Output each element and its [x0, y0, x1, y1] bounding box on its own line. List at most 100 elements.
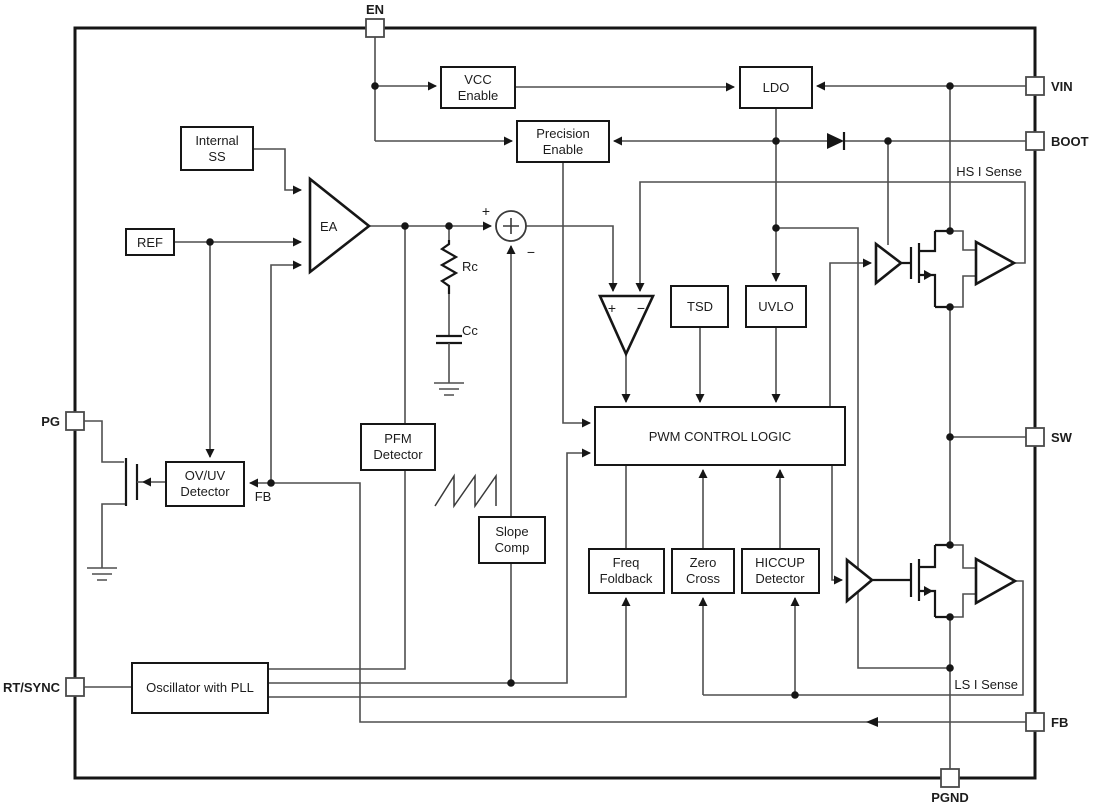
junction-dots — [206, 82, 954, 699]
ls-current-sense-amp — [974, 556, 1018, 606]
zero-cross-label-2: Cross — [686, 571, 720, 586]
rc-label: Rc — [462, 259, 478, 274]
vcc-enable-label-2: Enable — [458, 88, 498, 103]
wire-ls-sense-plus — [950, 544, 976, 569]
ovuv-label-2: Detector — [180, 484, 230, 499]
wire-ls-isense — [703, 580, 1024, 696]
pfm-label-1: PFM — [384, 431, 411, 446]
wire-layer — [84, 37, 1026, 769]
ls-gate-driver — [845, 557, 875, 604]
hs-i-sense-label: HS I Sense — [956, 164, 1022, 179]
hs-gate-driver — [874, 241, 904, 286]
pin-pgnd: PGND — [931, 768, 969, 805]
ref-label: REF — [137, 235, 163, 250]
block-hiccup-detector: HICCUP Detector — [741, 548, 820, 594]
vcc-enable-label-1: VCC — [464, 72, 491, 87]
pin-boot: BOOT — [1025, 131, 1089, 151]
ls-i-sense-label: LS I Sense — [954, 677, 1018, 692]
wire-summing-to-comparator — [526, 225, 618, 292]
internal-ss-label-1: Internal — [195, 133, 238, 148]
block-uvlo: UVLO — [745, 285, 807, 328]
cc-label: Cc — [462, 323, 478, 338]
pin-vin-label: VIN — [1051, 79, 1073, 94]
fb-direction-arrow — [866, 717, 878, 727]
comparator-minus-label: − — [637, 300, 645, 316]
wire-hs-sense-plus — [950, 230, 976, 251]
pwm-comparator: + − — [597, 294, 656, 358]
pin-en: EN — [365, 2, 385, 38]
chip-border — [73, 26, 1037, 780]
comparator-plus-label: + — [608, 300, 616, 316]
block-freq-foldback: Freq Foldback — [588, 548, 665, 594]
precision-enable-label-2: Enable — [543, 142, 583, 157]
slope-comp-label-2: Comp — [495, 540, 530, 555]
pg-mosfet — [124, 458, 143, 506]
summing-junction: + − — [482, 203, 535, 260]
wire-fb-to-ea — [270, 260, 302, 483]
hiccup-label-1: HICCUP — [755, 555, 805, 570]
block-zero-cross: Zero Cross — [671, 548, 735, 594]
wire-hs-fet-rail — [935, 229, 950, 309]
summing-plus-label: + — [482, 203, 490, 219]
pin-boot-label: BOOT — [1051, 134, 1089, 149]
wire-pg-source — [101, 503, 126, 568]
pfm-label-2: Detector — [373, 447, 423, 462]
error-amplifier: EA — [308, 176, 372, 275]
block-vcc-enable: VCC Enable — [440, 66, 516, 109]
pin-pg-label: PG — [41, 414, 60, 429]
pin-sw: SW — [1025, 427, 1073, 447]
pin-pg: PG — [41, 411, 85, 431]
wire-fb-feedback — [249, 478, 1026, 723]
block-slope-comp: Slope Comp — [478, 516, 546, 564]
wire-precision-to-pwm — [562, 162, 591, 428]
ground-symbol-comp — [434, 382, 464, 396]
wire-osc-to-foldback — [268, 597, 631, 698]
block-oscillator-pll: Oscillator with PLL — [131, 662, 269, 714]
pin-rt-sync-label: RT/SYNC — [3, 680, 61, 695]
block-ref: REF — [125, 228, 175, 256]
block-internal-ss: Internal SS — [180, 126, 254, 171]
internal-ss-label-2: SS — [208, 149, 226, 164]
block-precision-enable: Precision Enable — [516, 120, 610, 163]
pin-pgnd-label: PGND — [931, 790, 969, 805]
precision-enable-label-1: Precision — [536, 126, 589, 141]
wire-osc-to-pfm — [268, 470, 406, 670]
wire-osc-to-pwm — [268, 448, 591, 684]
pin-en-label: EN — [366, 2, 384, 17]
wire-ls-sense-minus — [950, 593, 976, 618]
ls-mosfet — [872, 545, 937, 617]
pwm-control-logic-label: PWM CONTROL LOGIC — [649, 429, 792, 444]
pin-sw-label: SW — [1051, 430, 1073, 445]
wire-hs-isense — [635, 181, 1026, 292]
freq-foldback-label-2: Foldback — [600, 571, 653, 586]
hs-current-sense-amp — [974, 239, 1017, 287]
compensation-capacitor — [436, 334, 462, 345]
sawtooth-waveform-icon — [434, 473, 497, 509]
pin-vin: VIN — [1025, 76, 1073, 96]
ldo-label: LDO — [763, 80, 790, 95]
ea-label: EA — [320, 219, 338, 234]
compensation-resistor — [439, 240, 459, 294]
fb-node-label: FB — [255, 489, 272, 504]
block-pwm-control-logic: PWM CONTROL LOGIC — [594, 406, 846, 466]
wire-pwm-to-hs-driver — [829, 258, 872, 407]
block-tsd: TSD — [670, 285, 729, 328]
oscillator-pll-label: Oscillator with PLL — [146, 680, 254, 695]
block-pfm-detector: PFM Detector — [360, 423, 436, 471]
wire-vcc-branch — [776, 227, 950, 669]
hs-mosfet — [901, 231, 937, 307]
pin-fb-label: FB — [1051, 715, 1068, 730]
wire-pg-drain — [84, 420, 124, 463]
block-ovuv-detector: OV/UV Detector — [165, 461, 245, 507]
wire-ls-fet-rail — [935, 543, 950, 619]
boot-diode — [827, 132, 846, 150]
wire-ss-to-ea — [253, 148, 302, 195]
summing-minus-label: − — [527, 244, 535, 260]
uvlo-label: UVLO — [758, 299, 793, 314]
zero-cross-label-1: Zero — [690, 555, 717, 570]
ground-symbol-pg — [87, 567, 117, 581]
wire-pwm-to-ls-driver — [831, 465, 843, 585]
ovuv-label-1: OV/UV — [185, 468, 226, 483]
